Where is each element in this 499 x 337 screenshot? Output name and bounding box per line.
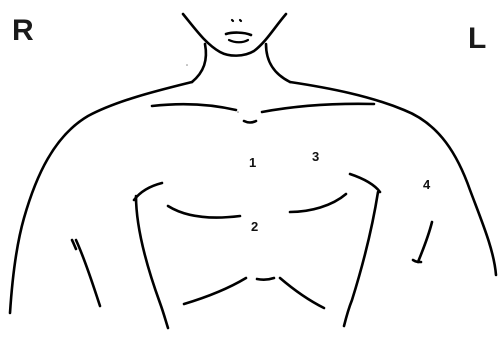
right-shoulder-arm-outer (10, 82, 192, 313)
mouth-lower (229, 40, 248, 42)
region-label-3: 3 (312, 150, 319, 163)
right-clavicle (152, 104, 236, 110)
nostril-right (240, 20, 241, 21)
right-armpit (134, 183, 162, 200)
speck-mark (237, 111, 239, 113)
left-inner-arm (418, 222, 432, 262)
jaw-line (183, 14, 286, 56)
left-torso-side (344, 192, 378, 326)
right-costal-margin (184, 278, 246, 304)
neck-right-side (192, 44, 206, 82)
left-side-label: L (468, 24, 486, 54)
left-clavicle (262, 104, 374, 112)
region-label-2: 2 (251, 220, 258, 233)
speck-mark (186, 64, 188, 66)
xiphoid-mark (257, 278, 274, 280)
right-torso-side (136, 196, 168, 328)
neck-left-side (266, 44, 290, 82)
left-costal-margin (280, 278, 324, 308)
region-label-4: 4 (423, 178, 430, 191)
right-side-label: R (12, 16, 34, 46)
left-shoulder-arm-outer (290, 82, 496, 275)
nostril-left (232, 20, 233, 21)
sternal-notch (244, 121, 256, 123)
left-pectoral-fold (290, 194, 346, 212)
left-armpit (350, 174, 380, 192)
mouth-upper (226, 33, 251, 35)
right-inner-arm (76, 240, 100, 306)
region-label-1: 1 (249, 156, 256, 169)
right-pectoral-fold (168, 206, 240, 218)
